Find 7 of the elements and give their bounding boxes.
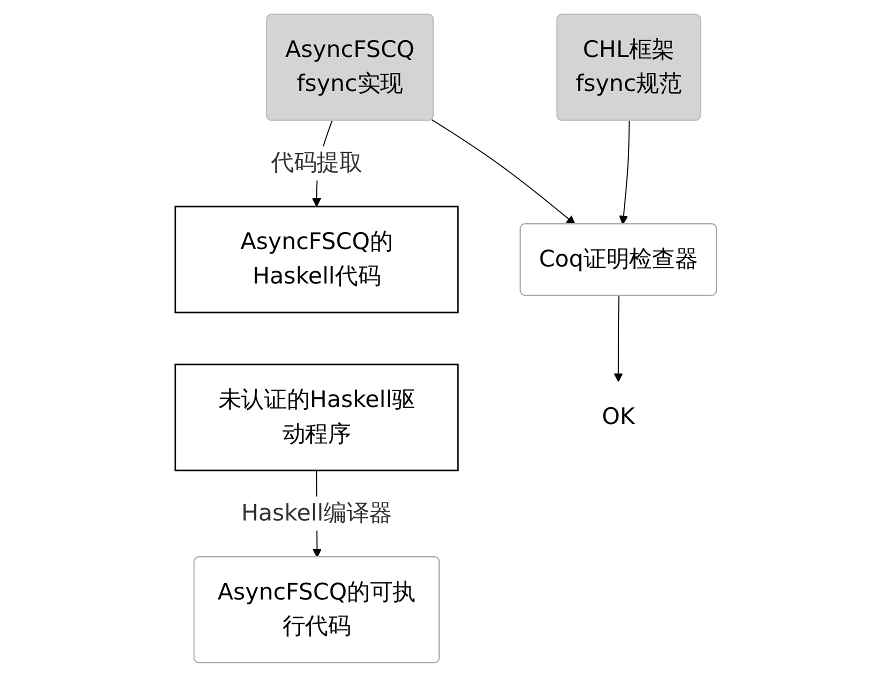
- edge-label: Haskell编译器: [241, 500, 392, 527]
- arrow: [614, 296, 624, 382]
- edge-label: 代码提取: [271, 150, 362, 176]
- arrow: [619, 120, 630, 225]
- node-box: AsyncFSCQ的Haskell代码: [174, 206, 459, 314]
- arrow: [432, 119, 576, 225]
- node-box: 未认证的Haskell驱动程序: [174, 364, 459, 472]
